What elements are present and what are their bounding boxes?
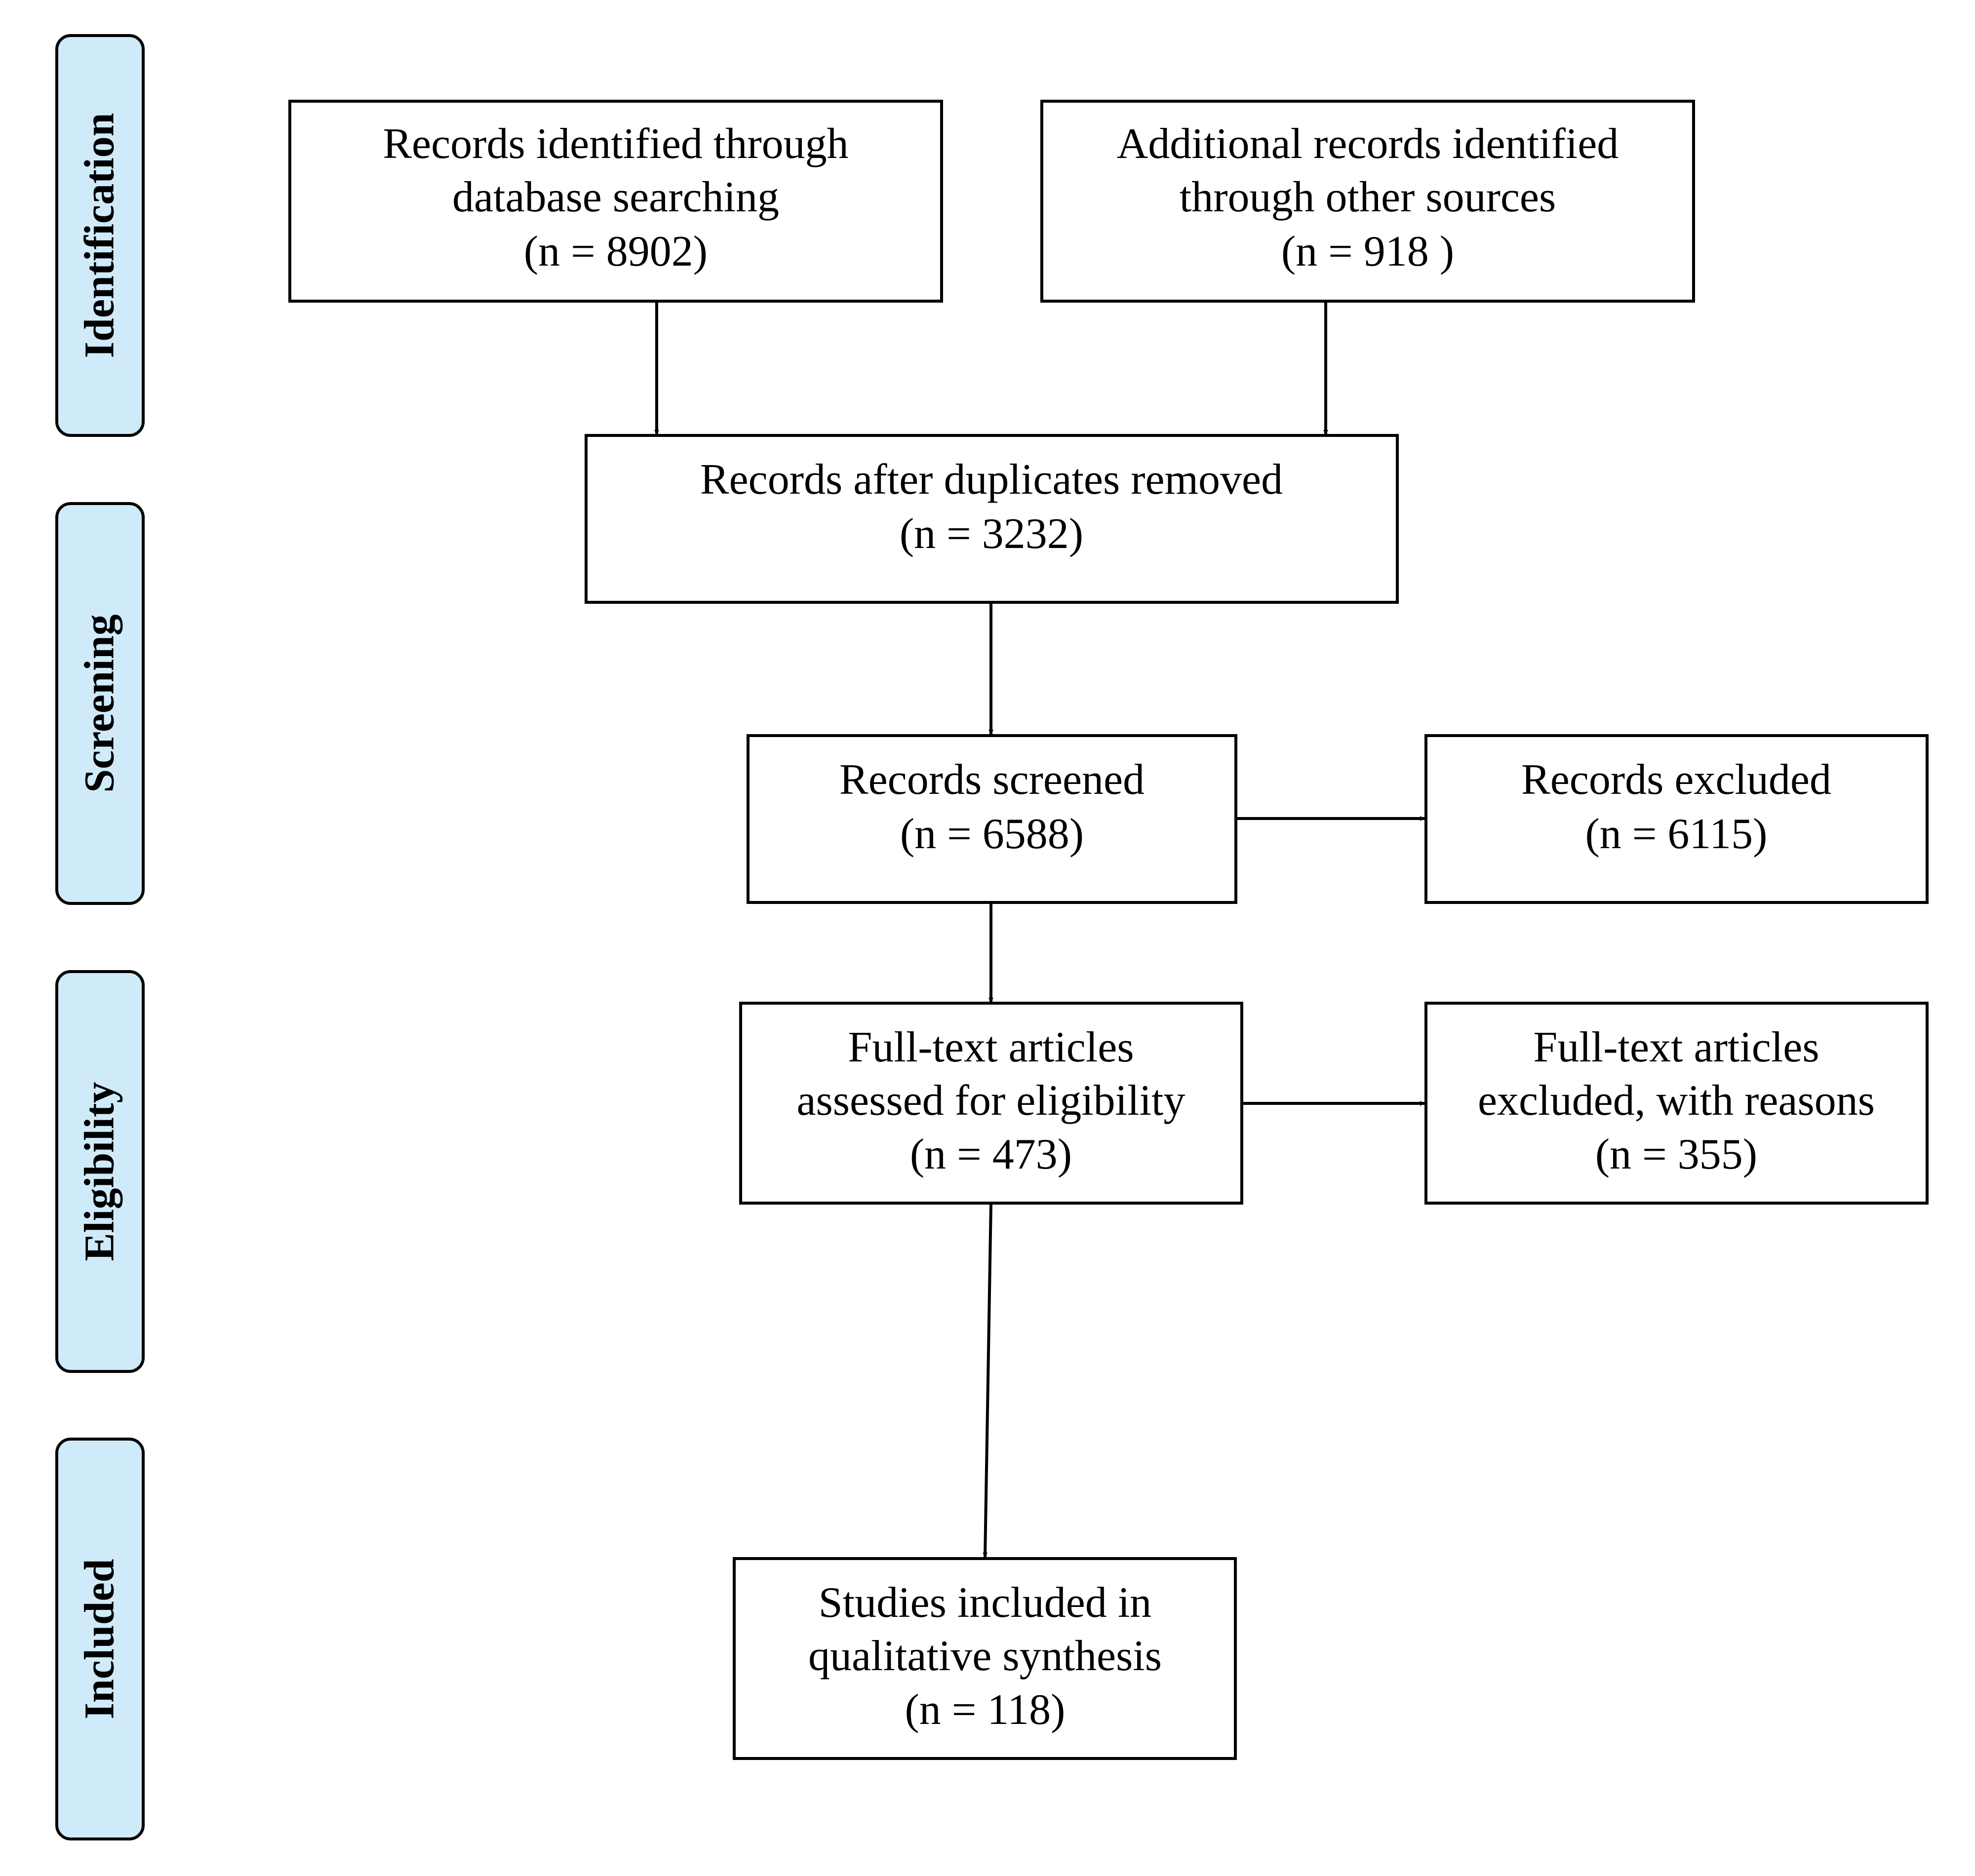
box-fulltext-line-3: (n = 473) bbox=[910, 1131, 1072, 1178]
box-screened-line-1: Records screened bbox=[839, 756, 1145, 804]
phase-screening-label: Screening bbox=[76, 614, 123, 793]
box-after-duplicates: Records after duplicates removed (n = 32… bbox=[585, 434, 1399, 604]
box-fulltext-line-1: Full-text articles bbox=[848, 1023, 1134, 1071]
box-other-line-3: (n = 918 ) bbox=[1281, 228, 1454, 275]
phase-identification: Identification bbox=[55, 34, 145, 437]
box-database-line-1: Records identified through bbox=[383, 120, 848, 168]
box-records-excluded: Records excluded (n = 6115) bbox=[1424, 734, 1929, 904]
phase-identification-label: Identification bbox=[76, 113, 123, 358]
box-screened-line-2: (n = 6588) bbox=[900, 810, 1084, 858]
arrow-fulltext-to-included bbox=[983, 1203, 992, 1558]
box-fulltext-line-2: assessed for eligibility bbox=[797, 1077, 1185, 1125]
box-database-records: Records identified through database sear… bbox=[288, 100, 943, 303]
box-included-line-2: qualitative synthesis bbox=[808, 1632, 1162, 1680]
arrows bbox=[654, 301, 1425, 1558]
box-studies-included: Studies included in qualitative synthesi… bbox=[733, 1557, 1237, 1760]
phase-included: Included bbox=[55, 1438, 145, 1840]
box-fulltext-excluded-line-2: excluded, with reasons bbox=[1478, 1077, 1875, 1125]
box-database-line-2: database searching bbox=[452, 173, 779, 221]
box-other-line-2: through other sources bbox=[1180, 173, 1556, 221]
box-fulltext-excluded-line-1: Full-text articles bbox=[1533, 1023, 1819, 1071]
box-database-line-3: (n = 8902) bbox=[524, 228, 708, 275]
box-duplicates-line-2: (n = 3232) bbox=[900, 510, 1083, 558]
box-fulltext-assessed: Full-text articles assessed for eligibil… bbox=[739, 1002, 1243, 1205]
box-included-line-3: (n = 118) bbox=[905, 1686, 1066, 1734]
box-fulltext-excluded-line-3: (n = 355) bbox=[1595, 1131, 1757, 1178]
box-records-screened: Records screened (n = 6588) bbox=[747, 734, 1237, 904]
box-excluded-line-2: (n = 6115) bbox=[1585, 810, 1768, 858]
box-other-sources: Additional records identified through ot… bbox=[1040, 100, 1695, 303]
phase-eligibility-label: Eligibility bbox=[76, 1082, 123, 1261]
phase-eligibility: Eligibility bbox=[55, 970, 145, 1373]
phase-included-label: Included bbox=[76, 1559, 123, 1719]
phase-screening: Screening bbox=[55, 502, 145, 905]
box-duplicates-line-1: Records after duplicates removed bbox=[700, 456, 1283, 504]
box-included-line-1: Studies included in bbox=[819, 1579, 1152, 1627]
box-other-line-1: Additional records identified bbox=[1117, 120, 1619, 168]
box-excluded-line-1: Records excluded bbox=[1521, 756, 1831, 804]
box-fulltext-excluded: Full-text articles excluded, with reason… bbox=[1424, 1002, 1929, 1205]
